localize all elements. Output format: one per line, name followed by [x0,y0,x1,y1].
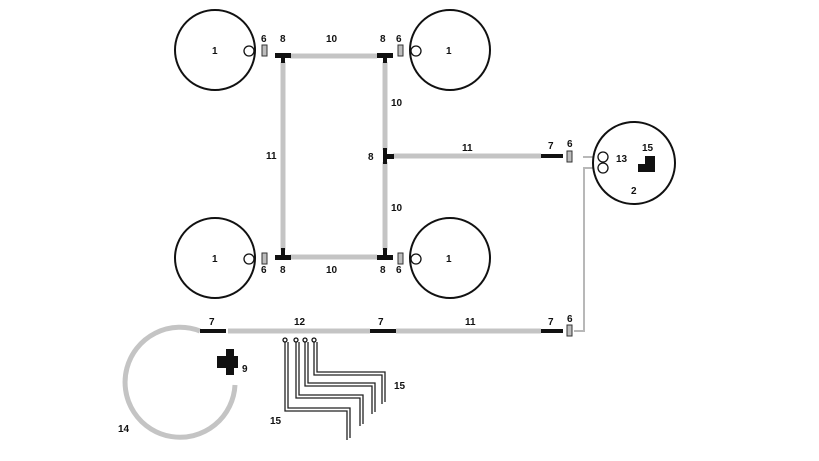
nipples [261,44,573,337]
pipes [122,53,640,440]
label-6-main: 6 [567,314,573,325]
nipple-pump [566,150,573,163]
drip-line-3 [304,342,373,414]
label-8-br: 8 [380,265,386,276]
label-6-bl: 6 [261,265,267,276]
tank-port-tl [243,45,255,57]
label-10-bottom: 10 [326,265,338,276]
dripper-4 [311,337,317,343]
pump-port-lower [597,162,609,174]
label-tank-br: 1 [446,254,452,265]
label-6-tl: 6 [261,34,267,45]
connector-main-mid [370,329,396,333]
dripper-3 [302,337,308,343]
connector-pump [541,154,563,158]
pump [638,156,655,172]
hose-coil [122,324,238,440]
connector-main-left [200,329,226,333]
label-11-pump: 11 [462,143,473,154]
label-12: 12 [294,317,306,328]
nipple-main [566,324,573,337]
label-7-main-right: 7 [548,317,554,328]
label-7-pump: 7 [548,141,554,152]
dripper-2 [293,337,299,343]
drip-line-4 [313,342,383,404]
nipple-br [397,252,404,265]
label-11-main: 11 [465,317,476,328]
label-6-tr: 6 [396,34,402,45]
tank-port-br [410,253,422,265]
drip-line-3b [307,342,376,412]
tank-port-bl [243,253,255,265]
label-14: 14 [118,424,130,435]
tank-bottom-left [174,217,256,299]
nipple-bl [261,252,268,265]
drip-line-1b [287,342,351,438]
label-8-tl: 8 [280,34,286,45]
label-9: 9 [242,364,248,375]
tank-port-tr [410,45,422,57]
fittings [200,53,563,333]
label-10-top: 10 [326,34,338,45]
connector-main-right [541,329,563,333]
nipple-tr [397,44,404,57]
tank-bottom-right [409,217,491,299]
label-8-bl: 8 [280,265,286,276]
tee-tr-stem [383,53,387,63]
valve-right [233,356,238,368]
label-10-right-upper: 10 [391,98,403,109]
drip-line-1 [284,342,348,440]
pump-body [645,156,655,172]
drip-lines [282,337,386,440]
nipple-tl [261,44,268,57]
tank-top-right [409,9,491,91]
tee-br-bar [377,255,393,260]
label-6-pump: 6 [567,139,573,150]
pump-port-upper [597,151,609,163]
tanks [174,9,676,299]
label-tank-tr: 1 [446,46,452,57]
tank-top-left [174,9,256,91]
pump-tank [592,121,676,205]
tube-feed [574,167,598,332]
label-pump-tank: 2 [631,186,637,197]
label-7-main-left: 7 [209,317,215,328]
valve [217,349,238,375]
label-13: 13 [616,154,628,165]
valve-body [226,349,234,375]
tee-mid-bar [383,154,394,159]
tee-bl-stem [281,248,285,258]
label-7-main-mid: 7 [378,317,384,328]
label-6-br: 6 [396,265,402,276]
tee-bl-bar [275,255,291,260]
label-15-pump: 15 [642,143,654,154]
tee-br-stem [383,248,387,258]
pump-inlet [638,164,646,172]
dripper-1 [282,337,288,343]
tee-tl-stem [281,53,285,63]
label-8-tr: 8 [380,34,386,45]
drip-line-2b [298,342,364,424]
label-tank-bl: 1 [212,254,218,265]
label-15-drip-left: 15 [270,416,282,427]
labels: 1 1 1 1 2 6 8 10 8 6 11 10 8 11 7 6 13 1… [118,34,654,435]
valve-left [217,356,227,368]
label-11-left: 11 [266,151,277,162]
label-tank-tl: 1 [212,46,218,57]
drip-line-2 [295,342,361,426]
drip-line-4b [316,342,386,402]
label-10-right-lower: 10 [391,203,403,214]
label-15-drip-right: 15 [394,381,406,392]
label-8-mid: 8 [368,152,374,163]
